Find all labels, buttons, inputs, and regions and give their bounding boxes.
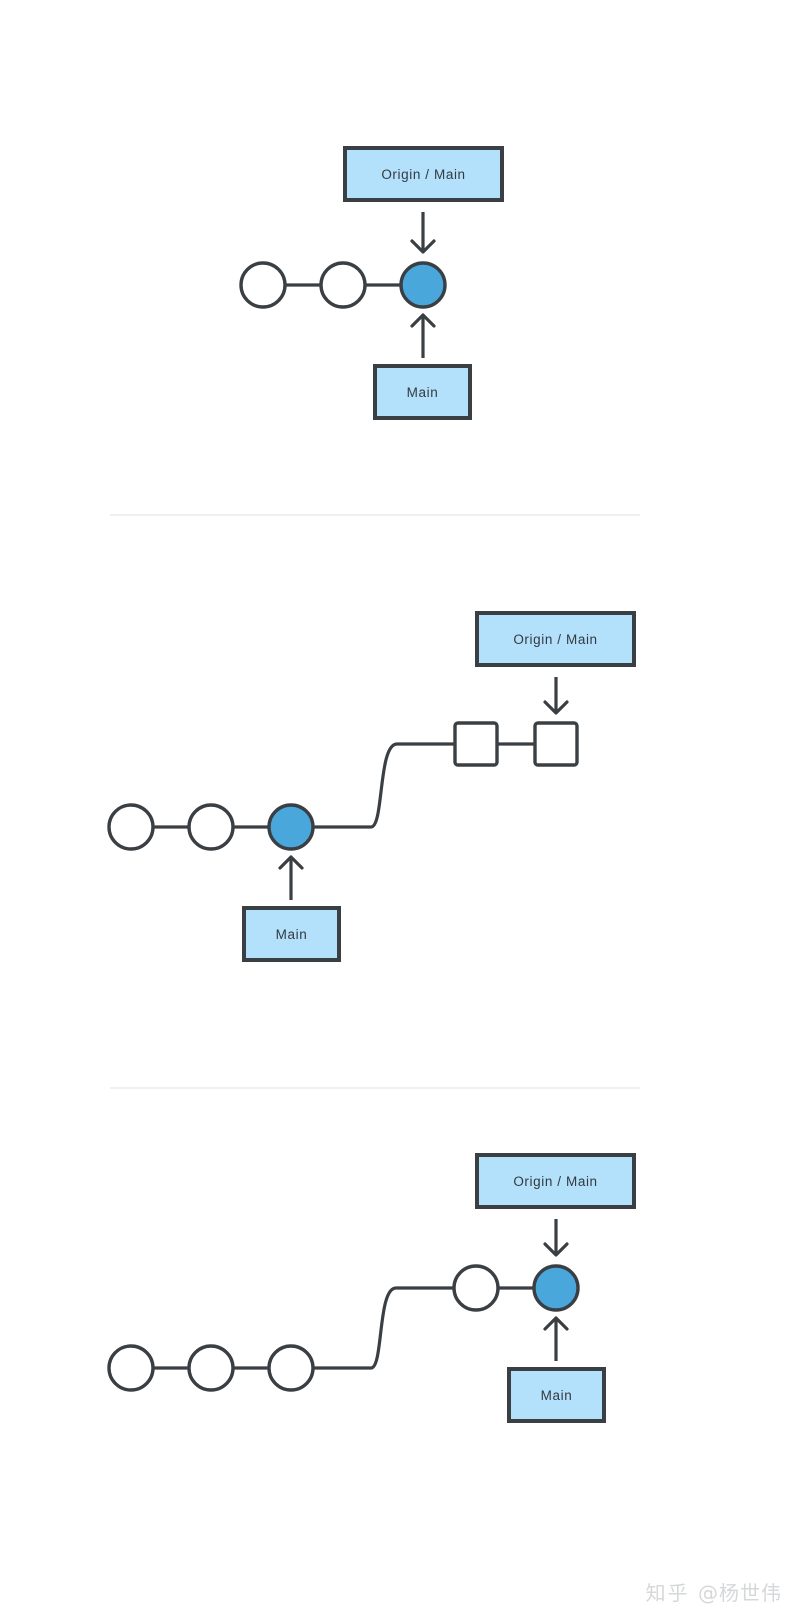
panel-1-origin-main-box-text: Origin / Main [381,167,465,182]
panel-3-main-box-text: Main [541,1388,573,1403]
panel-1-main-box-rect [373,364,472,420]
panel-1-commit-node-1[interactable] [319,261,367,309]
zhihu-watermark: 知乎 @杨世伟 [646,1577,782,1606]
watermark-site: 知乎 [645,1581,690,1605]
panel-1-origin-arrow-head [410,239,436,254]
panel-2-origin-main-box[interactable]: Origin / Main [475,611,636,667]
panel-2-origin-arrow-head [543,700,569,715]
panel-3-origin-main-box[interactable]: Origin / Main [475,1153,636,1209]
panel-3-main-box[interactable]: Main [507,1367,606,1423]
panel-3-main-arrow-head [543,1316,569,1331]
panel-3-commit-node-0[interactable] [107,1344,155,1392]
panel-2-main-box[interactable]: Main [242,906,341,962]
panel-1-origin-main-box-rect [343,146,504,202]
panel-3-commit-node-1[interactable] [187,1344,235,1392]
panel-3-commit-node-3[interactable] [452,1264,500,1312]
panel-3-origin-main-box-rect [475,1153,636,1209]
panel-2-commit-node-3[interactable] [453,721,499,767]
panel-1-main-box-text: Main [407,385,439,400]
panel-2-commit-node-2-active[interactable] [267,803,315,851]
panel-1-main-box[interactable]: Main [373,364,472,420]
commit-connector-panel-3-2 [313,1286,454,1370]
panel-2-origin-main-box-rect [475,611,636,667]
panel-1-commit-node-0[interactable] [239,261,287,309]
panel-2-main-box-text: Main [276,927,308,942]
panel-3-commit-node-4-active[interactable] [532,1264,580,1312]
watermark-handle: @杨世伟 [698,1581,782,1605]
panel-1-main-arrow-head [410,313,436,328]
panel-2-commit-node-4[interactable] [533,721,579,767]
panel-1-commit-node-2-active[interactable] [399,261,447,309]
panel-1-origin-main-box[interactable]: Origin / Main [343,146,504,202]
panel-3-origin-main-box-text: Origin / Main [513,1174,597,1189]
panel-3-main-box-rect [507,1367,606,1423]
panel-3-origin-arrow-head [543,1242,569,1257]
panel-2-main-arrow-head [278,855,304,870]
panel-2-commit-node-0[interactable] [107,803,155,851]
panel-2-commit-node-1[interactable] [187,803,235,851]
panel-2-origin-main-box-text: Origin / Main [513,632,597,647]
panel-2-main-box-rect [242,906,341,962]
panel-3-commit-node-2[interactable] [267,1344,315,1392]
commit-connector-panel-2-2 [313,742,455,829]
